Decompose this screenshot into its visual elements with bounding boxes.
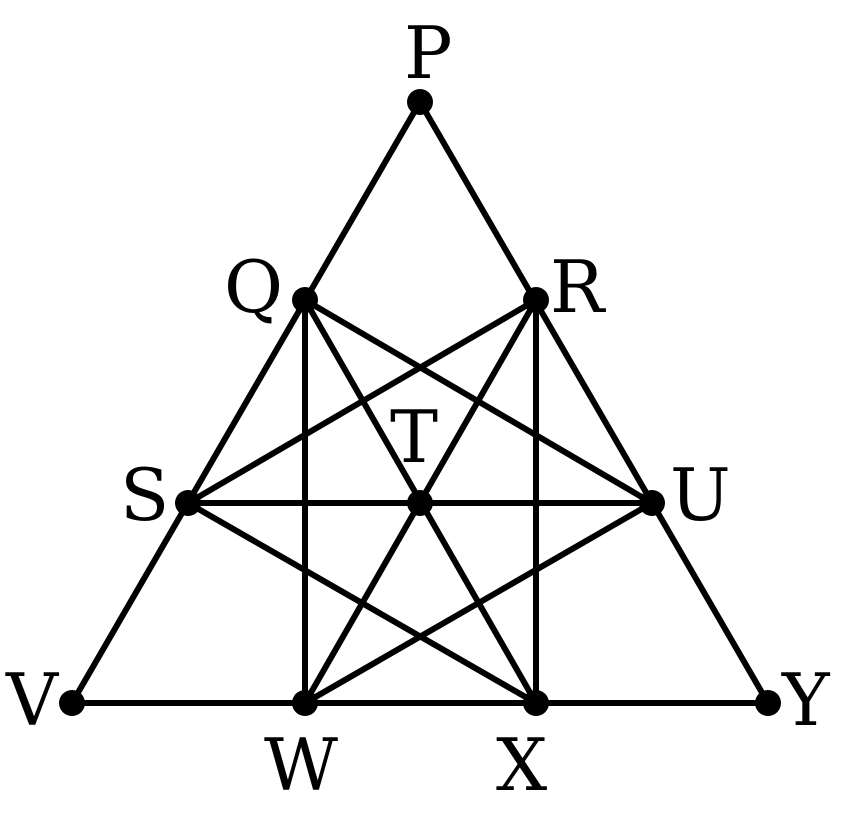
point-W bbox=[292, 690, 318, 716]
point-Q bbox=[292, 287, 318, 313]
segment-UW bbox=[302, 500, 655, 706]
point-S bbox=[175, 490, 201, 516]
point-X bbox=[523, 690, 549, 716]
point-T bbox=[407, 490, 433, 516]
point-P bbox=[407, 89, 433, 115]
label-W: W bbox=[264, 723, 338, 807]
point-U bbox=[639, 490, 665, 516]
vertex-dots bbox=[59, 89, 781, 716]
label-R: R bbox=[550, 245, 606, 329]
label-X: X bbox=[496, 723, 547, 807]
segment-PV bbox=[69, 99, 423, 706]
label-Q: Q bbox=[224, 245, 283, 329]
point-V bbox=[59, 690, 85, 716]
label-P: P bbox=[404, 11, 452, 95]
segment-UQ bbox=[302, 297, 655, 506]
label-S: S bbox=[120, 453, 169, 537]
label-Y: Y bbox=[781, 658, 831, 742]
label-T: T bbox=[390, 395, 438, 479]
point-Y bbox=[755, 690, 781, 716]
label-V: V bbox=[5, 658, 60, 742]
segment-SX bbox=[185, 500, 539, 706]
segment-PY bbox=[417, 99, 771, 706]
point-R bbox=[523, 287, 549, 313]
label-U: U bbox=[670, 453, 731, 537]
segment-SR bbox=[185, 297, 539, 506]
